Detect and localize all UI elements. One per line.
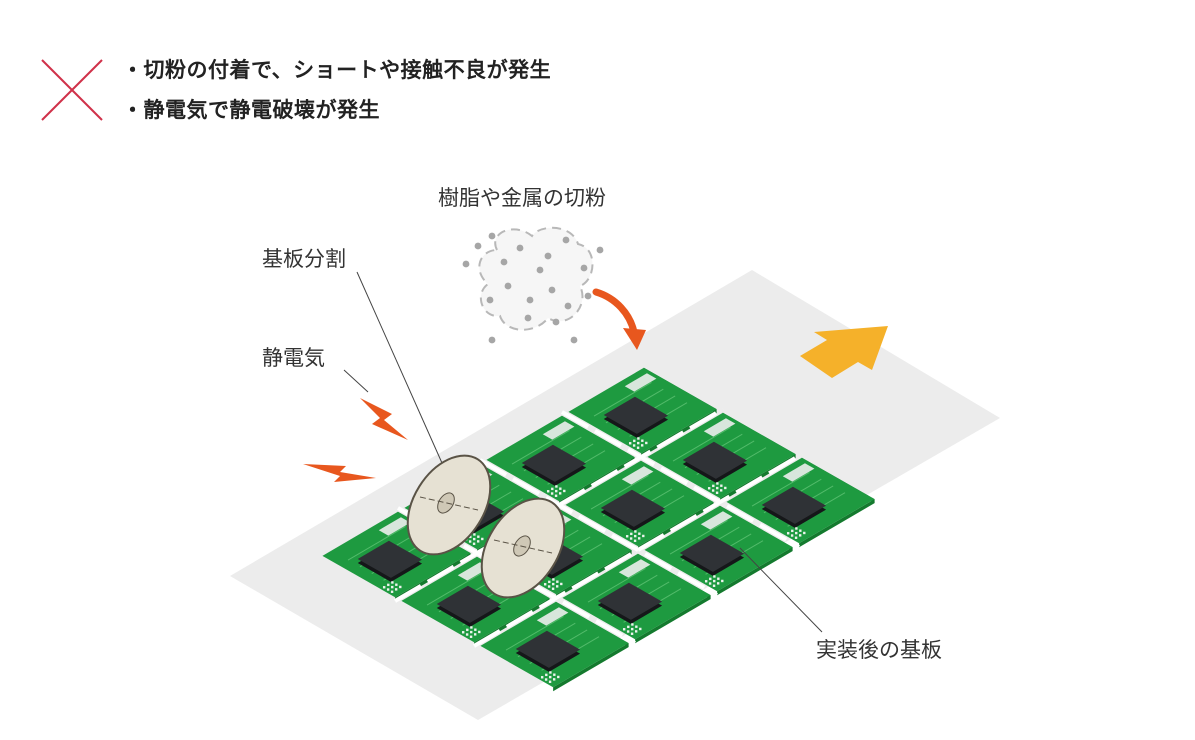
dust-particle [565,303,572,310]
dust-particle [585,293,592,300]
dust-particle [537,267,544,274]
dust-particle [563,237,570,244]
board-label: 実装後の基板 [816,634,942,664]
lightning-bolt-icon [303,464,376,482]
dust-particle [489,233,496,240]
dust-particle [501,259,508,266]
dust-particle [571,337,578,344]
leader-line-static [344,370,368,392]
dust-particle [475,243,482,250]
dust-particle [597,247,604,254]
dust-particle [581,265,588,272]
splitting-label: 基板分割 [262,243,346,273]
dust-particle [527,297,534,304]
dust-particle [545,253,552,260]
dust-particle [487,297,494,304]
debris-label: 樹脂や金属の切粉 [438,182,606,212]
lightning-bolt-icon [360,398,408,440]
dust-particle [549,287,556,294]
dust-particle [517,245,524,252]
dust-particle [489,337,496,344]
dust-cloud-icon [479,228,592,330]
static-label: 静電気 [262,342,325,372]
curved-arrow-icon [596,292,646,350]
leader-line-board [740,548,822,632]
dust-particle [505,283,512,290]
leader-line-splitting [357,272,446,472]
dust-particle [525,315,532,322]
dust-particle [463,261,470,268]
dust-particle [553,319,560,326]
